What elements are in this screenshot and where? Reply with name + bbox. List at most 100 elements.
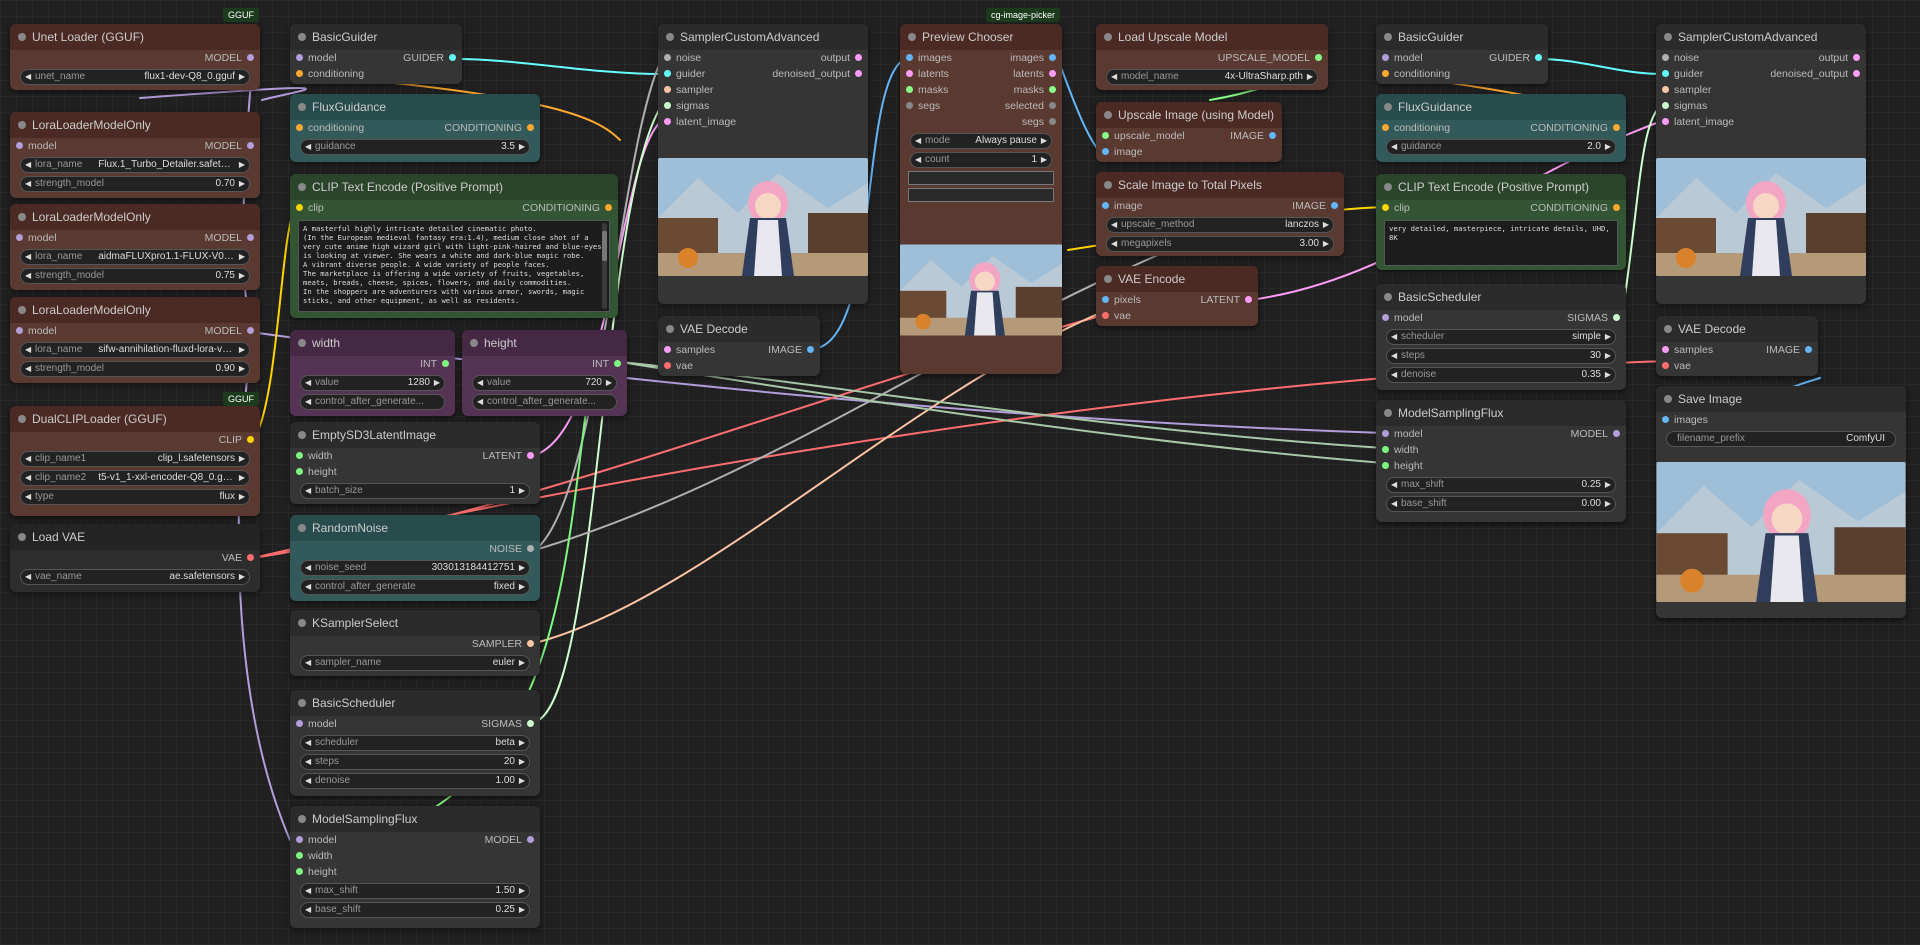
collapse-dot-icon[interactable]: [1104, 181, 1112, 189]
arrow-right-icon[interactable]: ▶: [518, 905, 525, 914]
collapse-dot-icon[interactable]: [18, 213, 26, 221]
node-title[interactable]: LoraLoaderModelOnly: [10, 297, 260, 323]
choice-button-1[interactable]: [908, 171, 1054, 185]
input-socket[interactable]: [296, 70, 303, 77]
collapse-dot-icon[interactable]: [1384, 183, 1392, 191]
input-socket[interactable]: [664, 102, 671, 109]
node-title[interactable]: BasicGuider: [290, 24, 462, 50]
arrow-right-icon[interactable]: ▶: [1604, 142, 1611, 151]
collapse-dot-icon[interactable]: [298, 103, 306, 111]
arrow-right-icon[interactable]: ▶: [238, 572, 245, 581]
arrow-right-icon[interactable]: ▶: [518, 582, 525, 591]
input-socket[interactable]: [1382, 70, 1389, 77]
input-socket[interactable]: [1662, 346, 1669, 353]
input-socket[interactable]: [16, 234, 23, 241]
node-title[interactable]: Preview Chooser: [900, 24, 1062, 50]
output-socket[interactable]: [1049, 118, 1056, 125]
arrow-left-icon[interactable]: ◀: [305, 886, 312, 895]
collapse-dot-icon[interactable]: [18, 33, 26, 41]
output-socket[interactable]: [1049, 70, 1056, 77]
arrow-right-icon[interactable]: ▶: [238, 364, 245, 373]
vae-output-socket[interactable]: [247, 554, 254, 561]
input-socket[interactable]: [296, 852, 303, 859]
collapse-dot-icon[interactable]: [1104, 33, 1112, 41]
arrow-right-icon[interactable]: ▶: [1322, 220, 1329, 229]
arrow-right-icon[interactable]: ▶: [1604, 480, 1611, 489]
input-socket[interactable]: [296, 836, 303, 843]
input-socket[interactable]: [1382, 124, 1389, 131]
collapse-dot-icon[interactable]: [1104, 275, 1112, 283]
collapse-dot-icon[interactable]: [1384, 33, 1392, 41]
output-socket[interactable]: [1049, 86, 1056, 93]
output-socket[interactable]: [855, 70, 862, 77]
arrow-left-icon[interactable]: ◀: [25, 364, 32, 373]
arrow-left-icon[interactable]: ◀: [25, 492, 32, 501]
arrow-left-icon[interactable]: ◀: [915, 136, 922, 145]
scrollbar[interactable]: [602, 223, 607, 309]
input-socket[interactable]: [296, 468, 303, 475]
collapse-dot-icon[interactable]: [1664, 33, 1672, 41]
arrow-left-icon[interactable]: ◀: [305, 757, 312, 766]
node-title[interactable]: Unet Loader (GGUF): [10, 24, 260, 50]
collapse-dot-icon[interactable]: [18, 121, 26, 129]
arrow-right-icon[interactable]: ▶: [238, 252, 245, 261]
output-socket[interactable]: [527, 452, 534, 459]
node-title[interactable]: Scale Image to Total Pixels: [1096, 172, 1344, 198]
arrow-left-icon[interactable]: ◀: [1111, 72, 1118, 81]
arrow-left-icon[interactable]: ◀: [25, 572, 32, 581]
arrow-left-icon[interactable]: ◀: [25, 72, 32, 81]
output-socket[interactable]: [605, 204, 612, 211]
collapse-dot-icon[interactable]: [666, 325, 674, 333]
arrow-left-icon[interactable]: ◀: [477, 397, 484, 406]
collapse-dot-icon[interactable]: [298, 699, 306, 707]
arrow-left-icon[interactable]: ◀: [1391, 142, 1398, 151]
arrow-right-icon[interactable]: ▶: [238, 492, 245, 501]
arrow-left-icon[interactable]: ◀: [305, 658, 312, 667]
collapse-dot-icon[interactable]: [1384, 103, 1392, 111]
control-after-generate-widget[interactable]: ◀control_after_generate...: [300, 394, 445, 410]
arrow-left-icon[interactable]: ◀: [477, 378, 484, 387]
collapse-dot-icon[interactable]: [1104, 111, 1112, 119]
output-socket[interactable]: [1613, 204, 1620, 211]
input-socket[interactable]: [1102, 202, 1109, 209]
arrow-right-icon[interactable]: ▶: [518, 142, 525, 151]
arrow-left-icon[interactable]: ◀: [25, 252, 32, 261]
model-output-socket[interactable]: [247, 142, 254, 149]
input-socket[interactable]: [1102, 312, 1109, 319]
input-socket[interactable]: [664, 54, 671, 61]
arrow-left-icon[interactable]: ◀: [305, 563, 312, 572]
node-title[interactable]: FluxGuidance: [1376, 94, 1626, 120]
arrow-left-icon[interactable]: ◀: [305, 582, 312, 591]
arrow-left-icon[interactable]: ◀: [25, 454, 32, 463]
output-socket[interactable]: [614, 360, 621, 367]
control-after-generate-widget[interactable]: ◀control_after_generate...: [472, 394, 617, 410]
load-upscale-model-node[interactable]: Load Upscale Model UPSCALE_MODEL ◀model_…: [1096, 24, 1328, 90]
node-title[interactable]: RandomNoise: [290, 515, 540, 541]
collapse-dot-icon[interactable]: [470, 339, 478, 347]
node-title[interactable]: VAE Encode: [1096, 266, 1258, 292]
arrow-right-icon[interactable]: ▶: [238, 271, 245, 280]
input-socket[interactable]: [1382, 446, 1389, 453]
